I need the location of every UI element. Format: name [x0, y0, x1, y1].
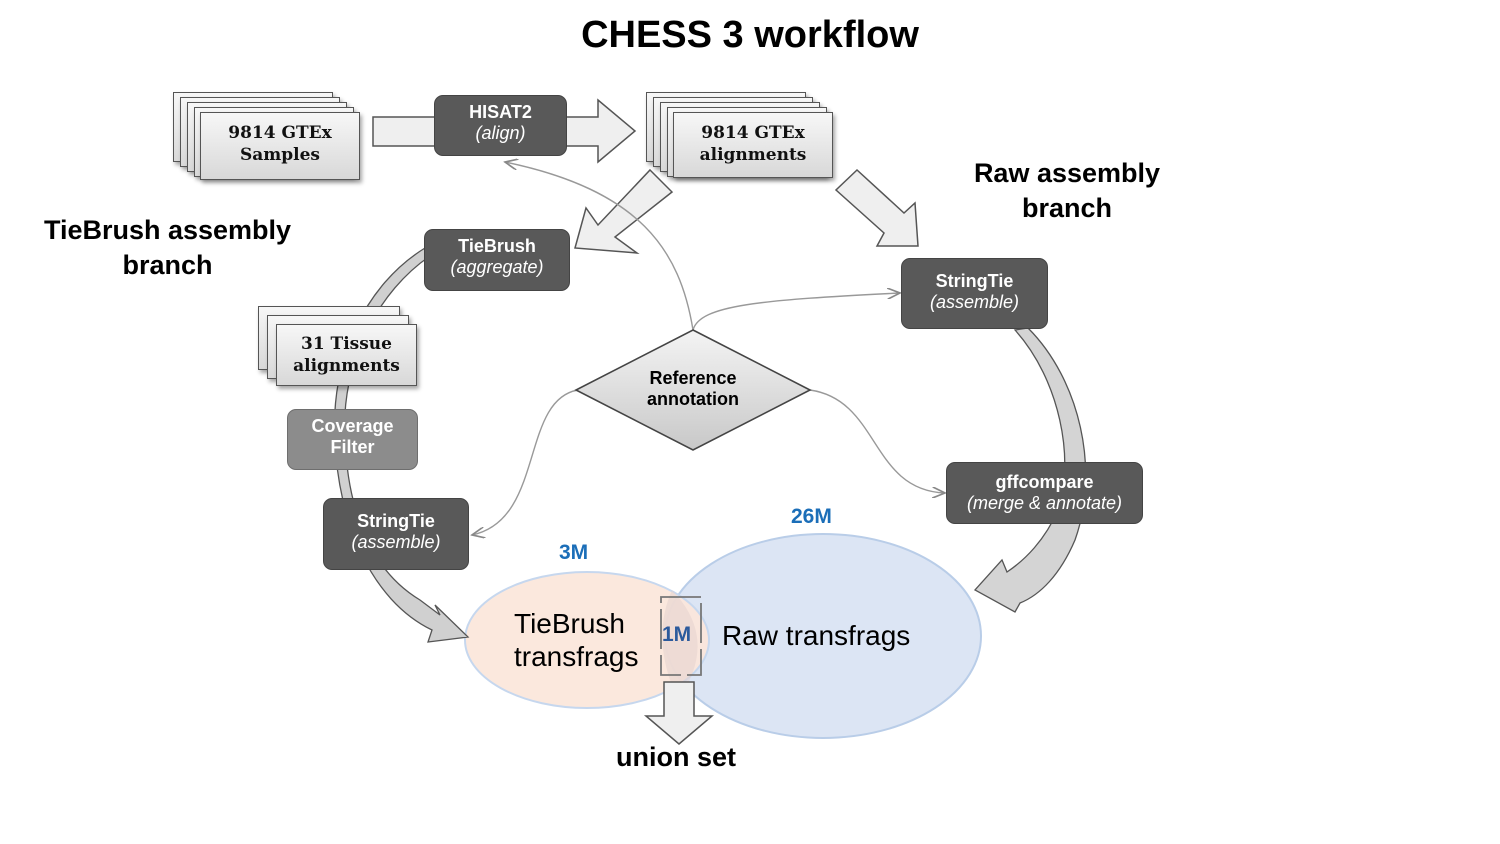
tissue-line1: 31 Tissue [300, 334, 392, 354]
tiebrush-transfrags-label: TieBrush transfrags [514, 607, 639, 673]
stringtie-left-box[interactable]: StringTie (assemble) [323, 498, 469, 570]
raw-count: 26M [791, 505, 832, 528]
raw-branch-line1: Raw assembly [973, 158, 1161, 188]
raw-branch-arrow [834, 168, 919, 247]
tiebrush-count: 3M [559, 541, 589, 564]
tiebrush-branch-line2: branch [122, 250, 213, 280]
alignments-line1: 9814 GTEx [701, 123, 805, 143]
stringtie-right-box[interactable]: StringTie (assemble) [901, 258, 1048, 329]
raw-transfrags-label: Raw transfrags [722, 620, 911, 651]
tiebrush-box[interactable]: TieBrush (aggregate) [424, 229, 570, 291]
raw-branch-line2: branch [1021, 193, 1113, 223]
hisat2-name: HISAT2 [469, 102, 532, 122]
stringtie-left-desc: (assemble) [351, 532, 441, 552]
gtex-alignments-card: 9814 GTEx alignments [673, 112, 833, 178]
union-set-label: union set [616, 742, 736, 772]
coverage-name: Coverage [311, 416, 394, 436]
raw-branch-arc [973, 327, 1087, 613]
samples-line2: Samples [239, 145, 320, 165]
overlap-region [662, 590, 698, 700]
gffcompare-name: gffcompare [995, 472, 1094, 492]
reference-line2: annotation [647, 389, 739, 409]
stringtie-left-name: StringTie [357, 511, 435, 531]
ref-to-stringtie-left-line [472, 389, 579, 535]
tiebrush-transfrags-line1: TieBrush [514, 608, 626, 639]
raw-branch-label: Raw assembly branch [952, 156, 1182, 226]
overlap-bracket [660, 596, 702, 676]
tiebrush-transfrags-ellipse [464, 571, 710, 709]
overlap-count: 1M [662, 623, 692, 646]
gtex-samples-card: 9814 GTEx Samples [200, 112, 360, 180]
hisat2-box[interactable]: HISAT2 (align) [434, 95, 567, 156]
gffcompare-desc: (merge & annotate) [966, 493, 1123, 513]
tissue-alignments-card: 31 Tissue alignments [276, 324, 417, 386]
hisat2-desc: (align) [475, 123, 526, 143]
tissue-line2: alignments [293, 356, 400, 376]
tiebrush-branch-label: TieBrush assembly branch [30, 213, 305, 283]
reference-annotation-label: Reference annotation [613, 368, 773, 410]
tiebrush-desc: (aggregate) [450, 257, 544, 277]
tiebrush-branch-arrow [574, 168, 674, 254]
ref-to-stringtie-right-line [692, 293, 900, 331]
stringtie-right-name: StringTie [935, 271, 1014, 291]
ref-to-gffcompare-line [809, 389, 945, 493]
tiebrush-transfrags-line2: transfrags [514, 641, 639, 672]
reference-line1: Reference [649, 368, 737, 388]
alignments-line2: alignments [699, 145, 807, 165]
samples-line1: 9814 GTEx [228, 123, 332, 143]
reference-annotation-diamond[interactable] [574, 329, 812, 451]
stringtie-right-desc: (assemble) [929, 292, 1020, 312]
gffcompare-box[interactable]: gffcompare (merge & annotate) [946, 462, 1143, 524]
coverage-desc: Filter [330, 437, 375, 457]
ref-to-hisat2-line [505, 162, 694, 331]
diagram-title: CHESS 3 workflow [581, 14, 919, 56]
tiebrush-name: TieBrush [458, 236, 536, 256]
tiebrush-branch-line1: TieBrush assembly [43, 215, 292, 245]
coverage-filter-box[interactable]: Coverage Filter [287, 409, 418, 470]
union-arrow [643, 681, 715, 745]
